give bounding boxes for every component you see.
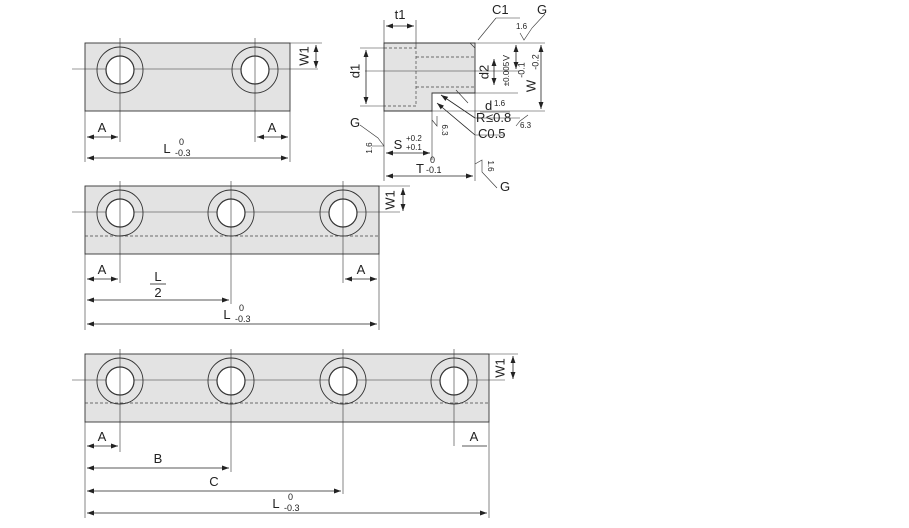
l-label: L bbox=[272, 496, 279, 511]
r-label: R bbox=[476, 110, 485, 125]
l-label: L bbox=[223, 307, 230, 322]
d2-label: d2 bbox=[476, 65, 491, 79]
three-hole-bar-view: W1 A A L 2 L 0 -0.3 bbox=[72, 181, 410, 330]
d-label: d bbox=[485, 98, 492, 113]
roughness-value: 6.3 bbox=[520, 121, 532, 130]
hole bbox=[319, 181, 367, 283]
t-lower-tol: -0.1 bbox=[426, 165, 442, 175]
hole bbox=[430, 349, 478, 446]
hole bbox=[96, 349, 144, 452]
l-label: L bbox=[154, 269, 161, 284]
w-label: W bbox=[523, 79, 538, 92]
w-upper-tol: -0.1 bbox=[516, 62, 526, 78]
l-lower-tol: -0.3 bbox=[284, 503, 300, 513]
roughness-value: 1.6 bbox=[486, 160, 495, 172]
a-label: A bbox=[98, 429, 107, 444]
c05-label: C0.5 bbox=[478, 126, 505, 141]
hole bbox=[319, 349, 367, 494]
a-label: A bbox=[357, 262, 366, 277]
four-hole-bar-view: W1 A A B C L 0 -0.3 bbox=[72, 349, 518, 518]
l-label: L bbox=[163, 141, 170, 156]
half-denominator: 2 bbox=[154, 285, 161, 300]
hole bbox=[207, 181, 255, 304]
v-label: V bbox=[501, 55, 511, 61]
w1-label: W1 bbox=[296, 46, 311, 66]
r-tol: ≤0.8 bbox=[486, 110, 511, 125]
l-upper-tol: 0 bbox=[239, 303, 244, 313]
l-lower-tol: -0.3 bbox=[175, 148, 191, 158]
l-upper-tol: 0 bbox=[179, 137, 184, 147]
section-body bbox=[383, 42, 476, 112]
hole bbox=[96, 38, 144, 142]
s-lower-tol: +0.1 bbox=[406, 143, 422, 152]
a-label: A bbox=[268, 120, 277, 135]
t-label: T bbox=[416, 161, 424, 176]
v-tol: ±0.005 bbox=[502, 61, 511, 86]
hole bbox=[231, 38, 279, 142]
a-label: A bbox=[98, 120, 107, 135]
t-upper-tol: 0 bbox=[430, 155, 435, 165]
l-upper-tol: 0 bbox=[288, 492, 293, 502]
hole bbox=[96, 181, 144, 283]
roughness-value: 1.6 bbox=[516, 22, 528, 31]
w-lower-tol: -0.2 bbox=[530, 54, 540, 70]
roughness-value: 1.6 bbox=[365, 142, 374, 154]
bar-body bbox=[84, 353, 490, 423]
d1-label: d1 bbox=[347, 64, 362, 78]
t1-label: t1 bbox=[395, 7, 406, 22]
c1-label: C1 bbox=[492, 2, 509, 17]
w1-label: W1 bbox=[492, 358, 507, 378]
roughness-value: 6.3 bbox=[440, 124, 449, 136]
w1-label: W1 bbox=[382, 190, 397, 210]
l-lower-tol: -0.3 bbox=[235, 314, 251, 324]
s-label: S bbox=[394, 137, 403, 152]
two-hole-bar-view: W1 A A L 0 -0.3 bbox=[72, 38, 322, 162]
a-label: A bbox=[98, 262, 107, 277]
g-label: G bbox=[350, 115, 360, 130]
roughness-value: 1.6 bbox=[494, 99, 506, 108]
a-label: A bbox=[470, 429, 479, 444]
g-label: G bbox=[500, 179, 510, 194]
c-label: C bbox=[209, 474, 218, 489]
b-label: B bbox=[154, 451, 163, 466]
g-label: G bbox=[537, 2, 547, 17]
s-upper-tol: +0.2 bbox=[406, 134, 422, 143]
cross-section-view: C1 t1 d1 d2 V ±0.005 W -0.1 -0.2 1.6 G d… bbox=[347, 2, 547, 194]
hole bbox=[207, 349, 255, 472]
